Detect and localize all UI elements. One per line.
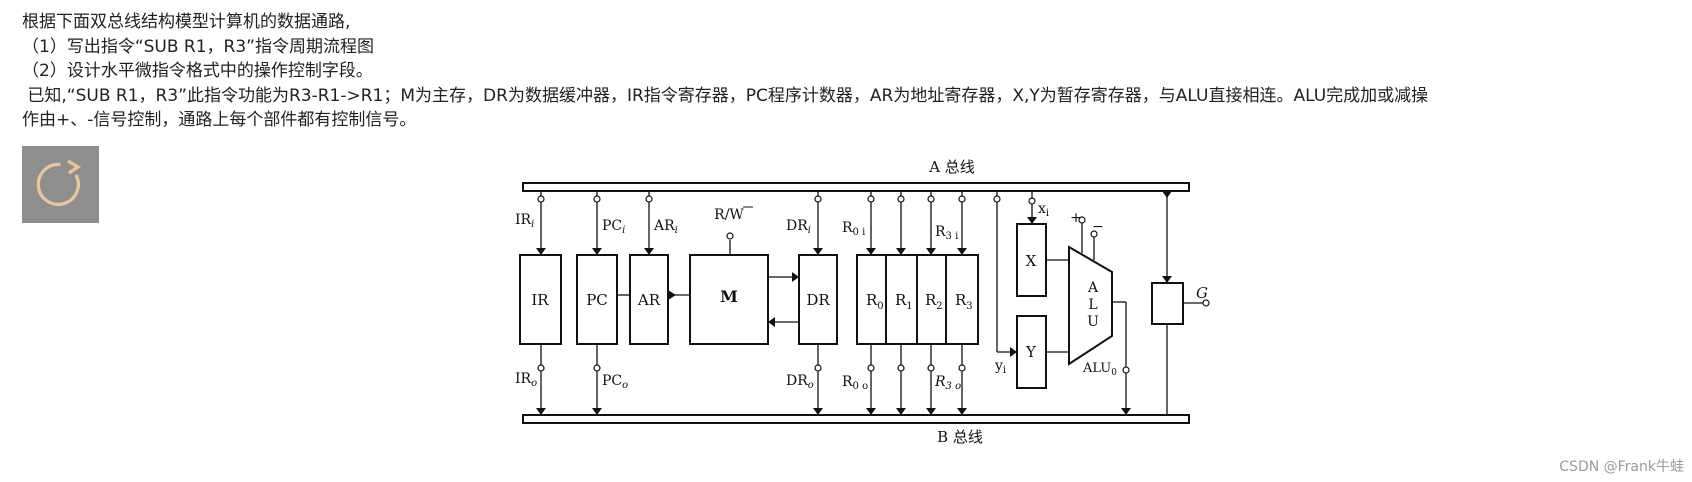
- pc-in-signal: PCi: [602, 218, 625, 236]
- reload-button[interactable]: [22, 146, 99, 223]
- r0-out-signal: R0 o: [842, 374, 868, 392]
- question-line-2: （1）写出指令“SUB R1，R3”指令周期流程图: [22, 36, 374, 57]
- m-block: [689, 254, 769, 345]
- g-signal: G: [1196, 284, 1208, 302]
- x-label: X: [1026, 252, 1037, 270]
- m-label: M: [720, 287, 738, 306]
- alu-label-u: U: [1087, 314, 1099, 330]
- question-text: 根据下面双总线结构模型计算机的数据通路, （1）写出指令“SUB R1，R3”指…: [22, 10, 1682, 133]
- minus-signal: −: [1092, 219, 1104, 235]
- dr-out-signal: DRo: [786, 373, 814, 391]
- question-line-4: 已知,“SUB R1，R3”此指令功能为R3-R1->R1；M为主存，DR为数据…: [22, 85, 1429, 106]
- r2-label: R2: [925, 291, 943, 312]
- rw-signal: R/W: [714, 207, 744, 223]
- alu-label-a: A: [1087, 280, 1099, 296]
- r0-label: R0: [866, 291, 884, 312]
- dr-in-signal: DRi: [786, 218, 811, 236]
- ir-out-signal: IRo: [515, 371, 537, 389]
- pc-label: PC: [586, 291, 608, 309]
- question-line-3: （2）设计水平微指令格式中的操作控制字段。: [22, 61, 373, 81]
- r0-in-signal: R0 i: [842, 220, 865, 238]
- ar-label: AR: [637, 291, 661, 309]
- pc-out-signal: PCo: [602, 373, 628, 391]
- question-line-1: 根据下面双总线结构模型计算机的数据通路,: [22, 12, 351, 32]
- r3-label: R3: [955, 291, 973, 312]
- alu-block: [1068, 245, 1113, 366]
- bus-a-label: A 总线: [928, 158, 975, 176]
- ir-label: IR: [531, 291, 549, 309]
- r3-out-signal: R3 o: [934, 374, 961, 392]
- refresh-icon: [36, 159, 81, 206]
- question-line-5: 作由+、-信号控制，通路上每个部件都有控制信号。: [22, 110, 417, 130]
- bus-b-label: B 总线: [937, 428, 983, 446]
- g-gate: [1151, 282, 1184, 325]
- alu-label-l: L: [1088, 297, 1097, 313]
- r1-label: R1: [895, 291, 913, 312]
- dr-label: DR: [806, 291, 830, 309]
- bus-b: [522, 414, 1190, 424]
- ar-in-signal: ARi: [653, 218, 678, 236]
- y-in-signal: yi: [994, 358, 1006, 376]
- bus-a: [522, 182, 1190, 192]
- alu-out-signal: ALU0: [1082, 361, 1117, 378]
- y-label: Y: [1025, 343, 1037, 361]
- x-in-signal: xi: [1038, 201, 1049, 219]
- r3-in-signal: R3 i: [935, 224, 958, 242]
- plus-signal: +: [1070, 210, 1082, 226]
- ir-in-signal: IRi: [515, 212, 534, 230]
- watermark: CSDN @Frank牛蛙: [1559, 459, 1684, 475]
